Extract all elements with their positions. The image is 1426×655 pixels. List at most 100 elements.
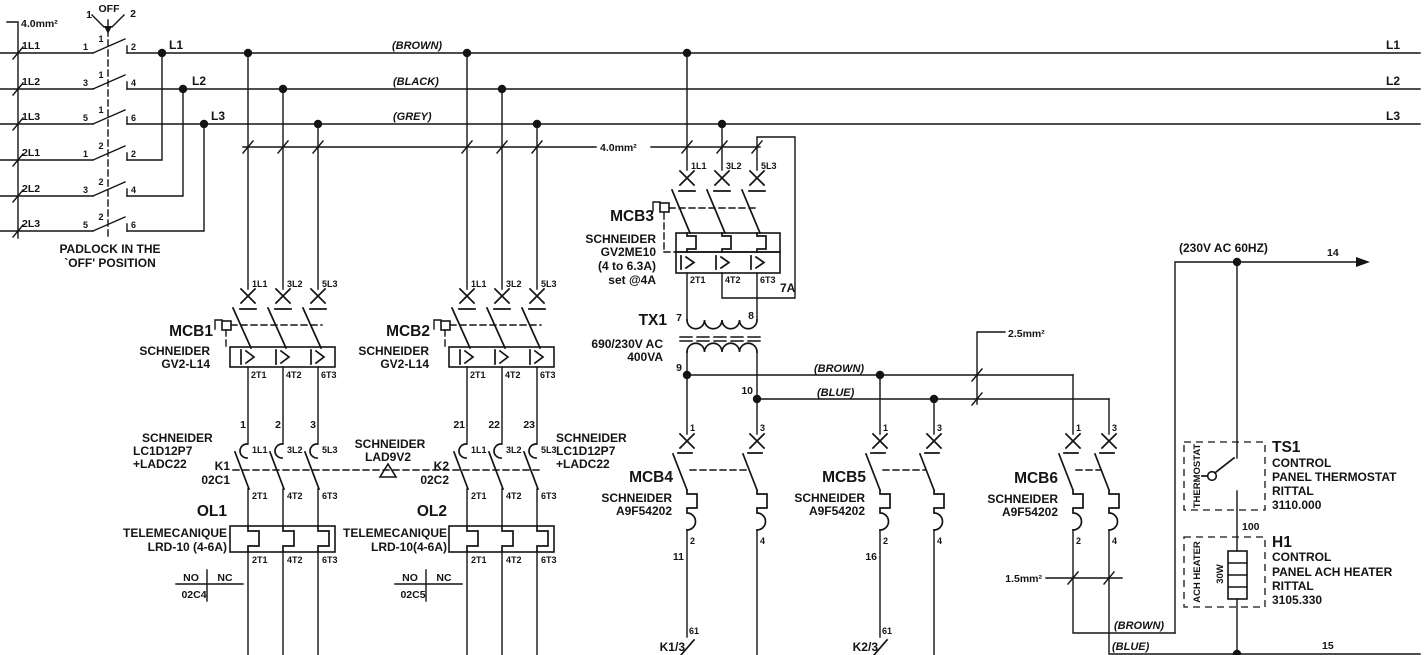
h1-enclosure bbox=[1183, 536, 1266, 608]
k1-name: K1 bbox=[215, 459, 231, 473]
k2-wires bbox=[466, 366, 538, 527]
h1-power: 30W bbox=[1215, 564, 1226, 584]
k2-ref: 02C2 bbox=[420, 473, 449, 487]
mcb3-loop-wire-no: 7A bbox=[780, 281, 796, 295]
mcb4-out-wire-no: 11 bbox=[673, 551, 684, 563]
k2-name: K2 bbox=[434, 459, 450, 473]
mcb1-maker: SCHNEIDER bbox=[139, 344, 210, 358]
h1-desc1: CONTROL bbox=[1272, 550, 1331, 564]
k2-wire-no: 23 bbox=[523, 419, 535, 431]
ol2-overload: OL2 TELEMECANIQUE LRD-10(4-6A) 2T1 4T2 6… bbox=[343, 503, 557, 655]
mcb5-model: A9F54202 bbox=[809, 504, 865, 518]
mcb2: MCB2 SCHNEIDER GV2-L14 1L1 3L2 5L3 2T1 4… bbox=[358, 52, 557, 380]
row-label: 2L1 bbox=[22, 147, 40, 159]
mcb2-handle-icon bbox=[433, 319, 442, 330]
phase-lines bbox=[126, 52, 1421, 232]
tx1-term-10: 10 bbox=[741, 385, 753, 397]
k2-contactor: 21 22 23 1L1 3L2 5L3 2T1 4T2 6T3 SCHNEID… bbox=[420, 366, 627, 527]
mcb1-term: 1L1 bbox=[252, 279, 268, 289]
phase-l3-label: L3 bbox=[211, 109, 225, 123]
mcb1-term: 3L2 bbox=[287, 279, 303, 289]
phase-l2-label: L2 bbox=[192, 74, 206, 88]
mcb4-pole2 bbox=[741, 432, 768, 531]
phase-l1-label: L1 bbox=[169, 38, 183, 52]
mcb2-term: 4T2 bbox=[505, 370, 521, 380]
mcb6-gauge-ticks bbox=[1067, 571, 1115, 585]
ol1-out-wires bbox=[247, 550, 319, 655]
row-pivot: 1 bbox=[98, 105, 103, 115]
k2-wire-no: 21 bbox=[453, 419, 465, 431]
mcb3-trip-glyphs bbox=[680, 255, 766, 270]
mcb6-term: 1 bbox=[1076, 423, 1081, 433]
h1-resistor-segments bbox=[1227, 562, 1248, 588]
mcb3-magnetic-body bbox=[675, 251, 781, 274]
mcb4-term: 1 bbox=[690, 423, 695, 433]
ol2-elements bbox=[466, 525, 549, 552]
k2-term: 1L1 bbox=[471, 445, 487, 455]
k2-term: 6T3 bbox=[541, 491, 557, 501]
h1-name: H1 bbox=[1272, 534, 1292, 551]
secondary-brown-label: (BROWN) bbox=[814, 363, 864, 375]
row-label: 1L3 bbox=[22, 111, 40, 123]
mcb3-feed-wires bbox=[686, 52, 796, 299]
mcb3-term: 2T1 bbox=[690, 275, 706, 285]
h1-desc2: PANEL ACH HEATER bbox=[1272, 565, 1393, 579]
k1-wire-no: 2 bbox=[275, 419, 281, 431]
mcb3-maker: SCHNEIDER bbox=[585, 232, 656, 246]
k1-wire-no: 1 bbox=[240, 419, 246, 431]
k1-3-name: K1/3 bbox=[660, 640, 686, 654]
mcb1-term: 6T3 bbox=[321, 370, 337, 380]
k2-term: 4T2 bbox=[506, 491, 522, 501]
mcb2-term: 6T3 bbox=[540, 370, 556, 380]
interlock-triangle-icon bbox=[378, 462, 398, 478]
ol1-nc-label: NC bbox=[217, 572, 233, 584]
mcb3-term: 6T3 bbox=[760, 275, 776, 285]
selector-arrow-icon bbox=[104, 26, 112, 34]
ol1-name: OL1 bbox=[197, 503, 228, 520]
mcb5-name: MCB5 bbox=[822, 469, 866, 486]
mcb6-term: 3 bbox=[1112, 423, 1117, 433]
k1-3-term: 61 bbox=[689, 626, 699, 636]
mcb5-term: 3 bbox=[937, 423, 942, 433]
row-label: 1L2 bbox=[22, 76, 40, 88]
selector-off-label: OFF bbox=[99, 3, 121, 15]
ol2-aux-ref: 02C5 bbox=[400, 589, 425, 601]
ol1-maker: TELEMECANIQUE bbox=[123, 526, 227, 540]
mcb4-maker: SCHNEIDER bbox=[601, 491, 672, 505]
k1-term: 5L3 bbox=[322, 445, 338, 455]
incoming-wires bbox=[0, 52, 94, 232]
phase-l2-color: (BLACK) bbox=[393, 76, 439, 88]
mcb3-setting: set @4A bbox=[608, 273, 656, 287]
mcb6-blue-label: (BLUE) bbox=[1112, 641, 1150, 653]
row-term-left: 3 bbox=[83, 78, 88, 88]
ol2-term: 6T3 bbox=[541, 555, 557, 565]
wire14-arrow-icon bbox=[1356, 257, 1370, 267]
mcb6-wires bbox=[1072, 374, 1421, 655]
k2-3-name: K2/3 bbox=[853, 640, 879, 654]
mcb3-term: 4T2 bbox=[725, 275, 741, 285]
mcb2-term: 2T1 bbox=[470, 370, 486, 380]
secondary-blue-label: (BLUE) bbox=[817, 387, 855, 399]
secondary-gauge-label: 2.5mm² bbox=[1008, 328, 1045, 340]
ol2-aux-table-lines bbox=[394, 569, 463, 602]
junction-dots bbox=[157, 48, 1242, 655]
tx1-term-8: 8 bbox=[748, 310, 754, 322]
selector-marks bbox=[91, 14, 125, 28]
mcb4-term: 3 bbox=[760, 423, 765, 433]
k2-accessory: +LADC22 bbox=[556, 457, 610, 471]
k1-3-blade bbox=[679, 638, 696, 655]
interlock-model: LAD9V2 bbox=[365, 450, 411, 464]
row-pivot: 1 bbox=[98, 70, 103, 80]
phase-l1-right-label: L1 bbox=[1386, 38, 1400, 52]
aux-contacts: 61 K1/3 61 K2/3 bbox=[660, 626, 892, 655]
h1-model: 3105.330 bbox=[1272, 593, 1322, 607]
mcb1-name: MCB1 bbox=[169, 323, 213, 340]
mcb2-maker: SCHNEIDER bbox=[358, 344, 429, 358]
mcb2-contact-symbols bbox=[450, 287, 546, 350]
mcb3-range: (4 to 6.3A) bbox=[598, 259, 656, 273]
mcb4: MCB4 SCHNEIDER A9F54202 1 3 2 4 11 bbox=[601, 374, 768, 655]
ts1-tag: THERMOSTAT bbox=[1192, 444, 1203, 509]
k1-term: 6T3 bbox=[322, 491, 338, 501]
k1-term: 2T1 bbox=[252, 491, 268, 501]
